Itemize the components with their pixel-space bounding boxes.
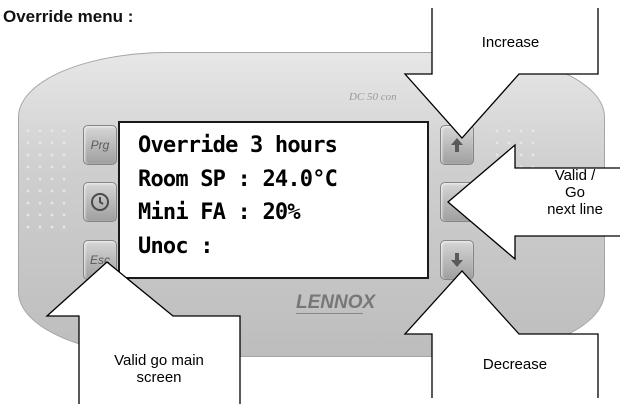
- clock-icon: [91, 193, 109, 211]
- next-line-label: next line: [547, 201, 603, 218]
- lcd-line-room-sp: Room SP : 24.0°C: [138, 167, 338, 192]
- lcd-line-mini-fa: Mini FA : 20%: [138, 200, 301, 225]
- main-screen-callout-arrow: [45, 261, 241, 404]
- down-button[interactable]: [440, 240, 474, 280]
- prg-button[interactable]: Prg: [83, 125, 117, 165]
- lcd-line-override: Override 3 hours: [138, 133, 338, 158]
- increase-label: Increase: [481, 34, 540, 51]
- brand-underline: [296, 313, 363, 314]
- valid-main-label-line1: Valid go main: [114, 352, 204, 369]
- alarm-button[interactable]: [83, 182, 117, 222]
- left-dot-grille: [22, 125, 74, 235]
- lcd-screen: [118, 121, 429, 279]
- arrow-down-icon: [451, 253, 463, 267]
- page-title: Override menu :: [3, 7, 134, 26]
- model-label: DC 50 con: [349, 91, 397, 103]
- go-label: Go: [564, 184, 585, 201]
- valid-main-label-line2: screen: [136, 369, 182, 386]
- decrease-callout-arrow: [403, 270, 599, 398]
- brand-logo: LENNOX: [296, 292, 376, 313]
- valid-label: Valid /: [554, 167, 596, 184]
- arrow-up-icon: [451, 138, 463, 152]
- lcd-line-unoc: Unoc :: [138, 234, 213, 259]
- valid-next-callout-arrow: [446, 143, 620, 261]
- decrease-label: Decrease: [482, 356, 548, 373]
- increase-callout-arrow: [403, 8, 599, 139]
